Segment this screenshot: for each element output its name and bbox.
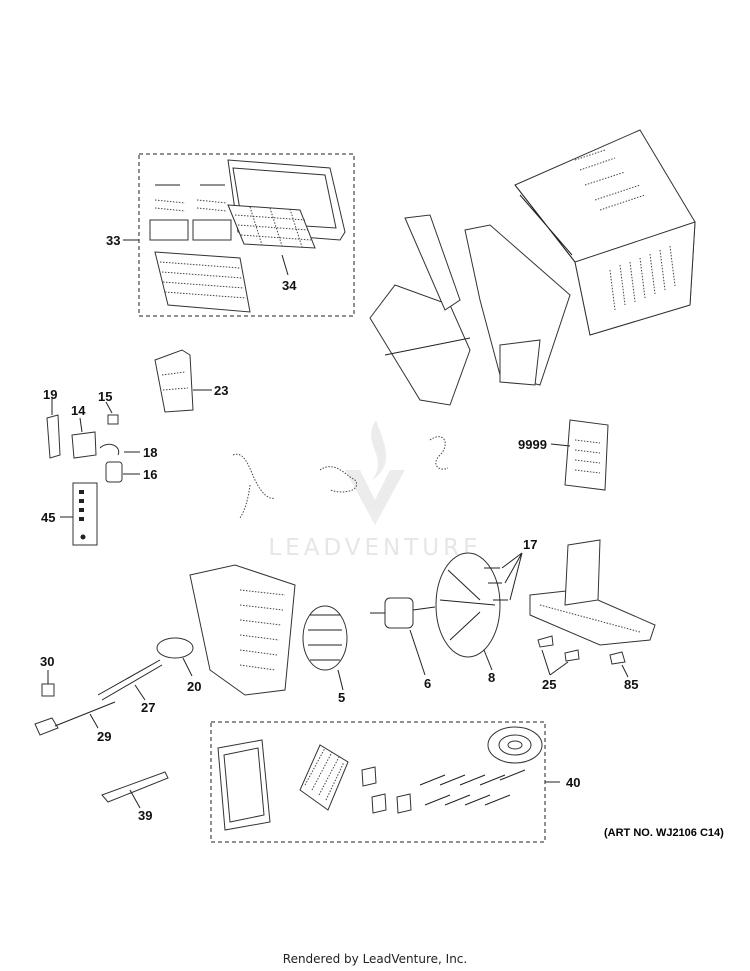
foam-seal-part [487,726,543,764]
callout-8: 8 [488,670,495,685]
callout-9999: 9999 [518,437,547,452]
group-box-filter-assembly [138,153,355,317]
art-number: (ART NO. WJ2106 C14) [604,827,724,839]
wire-harness-part [232,436,449,519]
callout-29: 29 [97,729,111,744]
condenser-coil-part [189,564,296,696]
watermark-logo-icon [345,420,405,525]
callout-6: 6 [424,676,431,691]
watermark-text: LEADVENTURE [268,535,482,561]
fan-motor-part [370,597,436,629]
callout-20: 20 [187,679,201,694]
callout-45: 45 [41,510,55,525]
clip-part-30 [41,683,55,697]
strap-part-18 [99,443,120,456]
rail-part-39 [101,771,169,803]
callout-33: 33 [106,233,120,248]
capacitor-part-16 [105,461,123,483]
air-filter-part [227,204,316,249]
callout-19: 19 [43,387,57,402]
control-bracket-part [154,349,194,413]
grommet-part-85 [609,651,626,665]
cabinet-case-part [514,129,696,336]
callout-34: 34 [282,278,297,293]
brackets-part-25 [537,635,580,662]
cable-part-27 [97,659,163,701]
callout-27: 27 [141,700,155,715]
screws-part-17 [484,567,508,601]
callout-85: 85 [624,677,638,692]
blower-wheel-part [302,605,348,671]
callout-14: 14 [71,403,86,418]
fan-blade-part [435,552,501,658]
clip-part-15 [107,414,119,425]
callout-23: 23 [214,383,228,398]
brackets-part-kit [361,766,412,814]
relay-part-14 [71,431,97,459]
screws-part-kit [419,769,526,806]
callout-40: 40 [566,775,580,790]
callout-15: 15 [98,389,112,404]
thermostat-part-20 [156,637,194,659]
louver-blades-part [149,184,232,241]
control-panel-part-45 [72,482,98,546]
window-frame-part [217,739,271,831]
side-curtain-part [299,744,349,811]
callout-25: 25 [542,677,556,692]
callout-39: 39 [138,808,152,823]
footer-credit: Rendered by LeadVenture, Inc. [282,952,468,966]
base-pan-part [369,214,571,406]
callout-5: 5 [338,690,345,705]
callout-16: 16 [143,467,157,482]
callout-17: 17 [523,537,537,552]
drain-tray-part [529,539,656,646]
callout-18: 18 [143,445,157,460]
switch-part-19 [46,414,61,459]
callout-30: 30 [40,654,54,669]
manual-part [564,419,609,491]
drain-tube-part-29 [34,701,116,736]
